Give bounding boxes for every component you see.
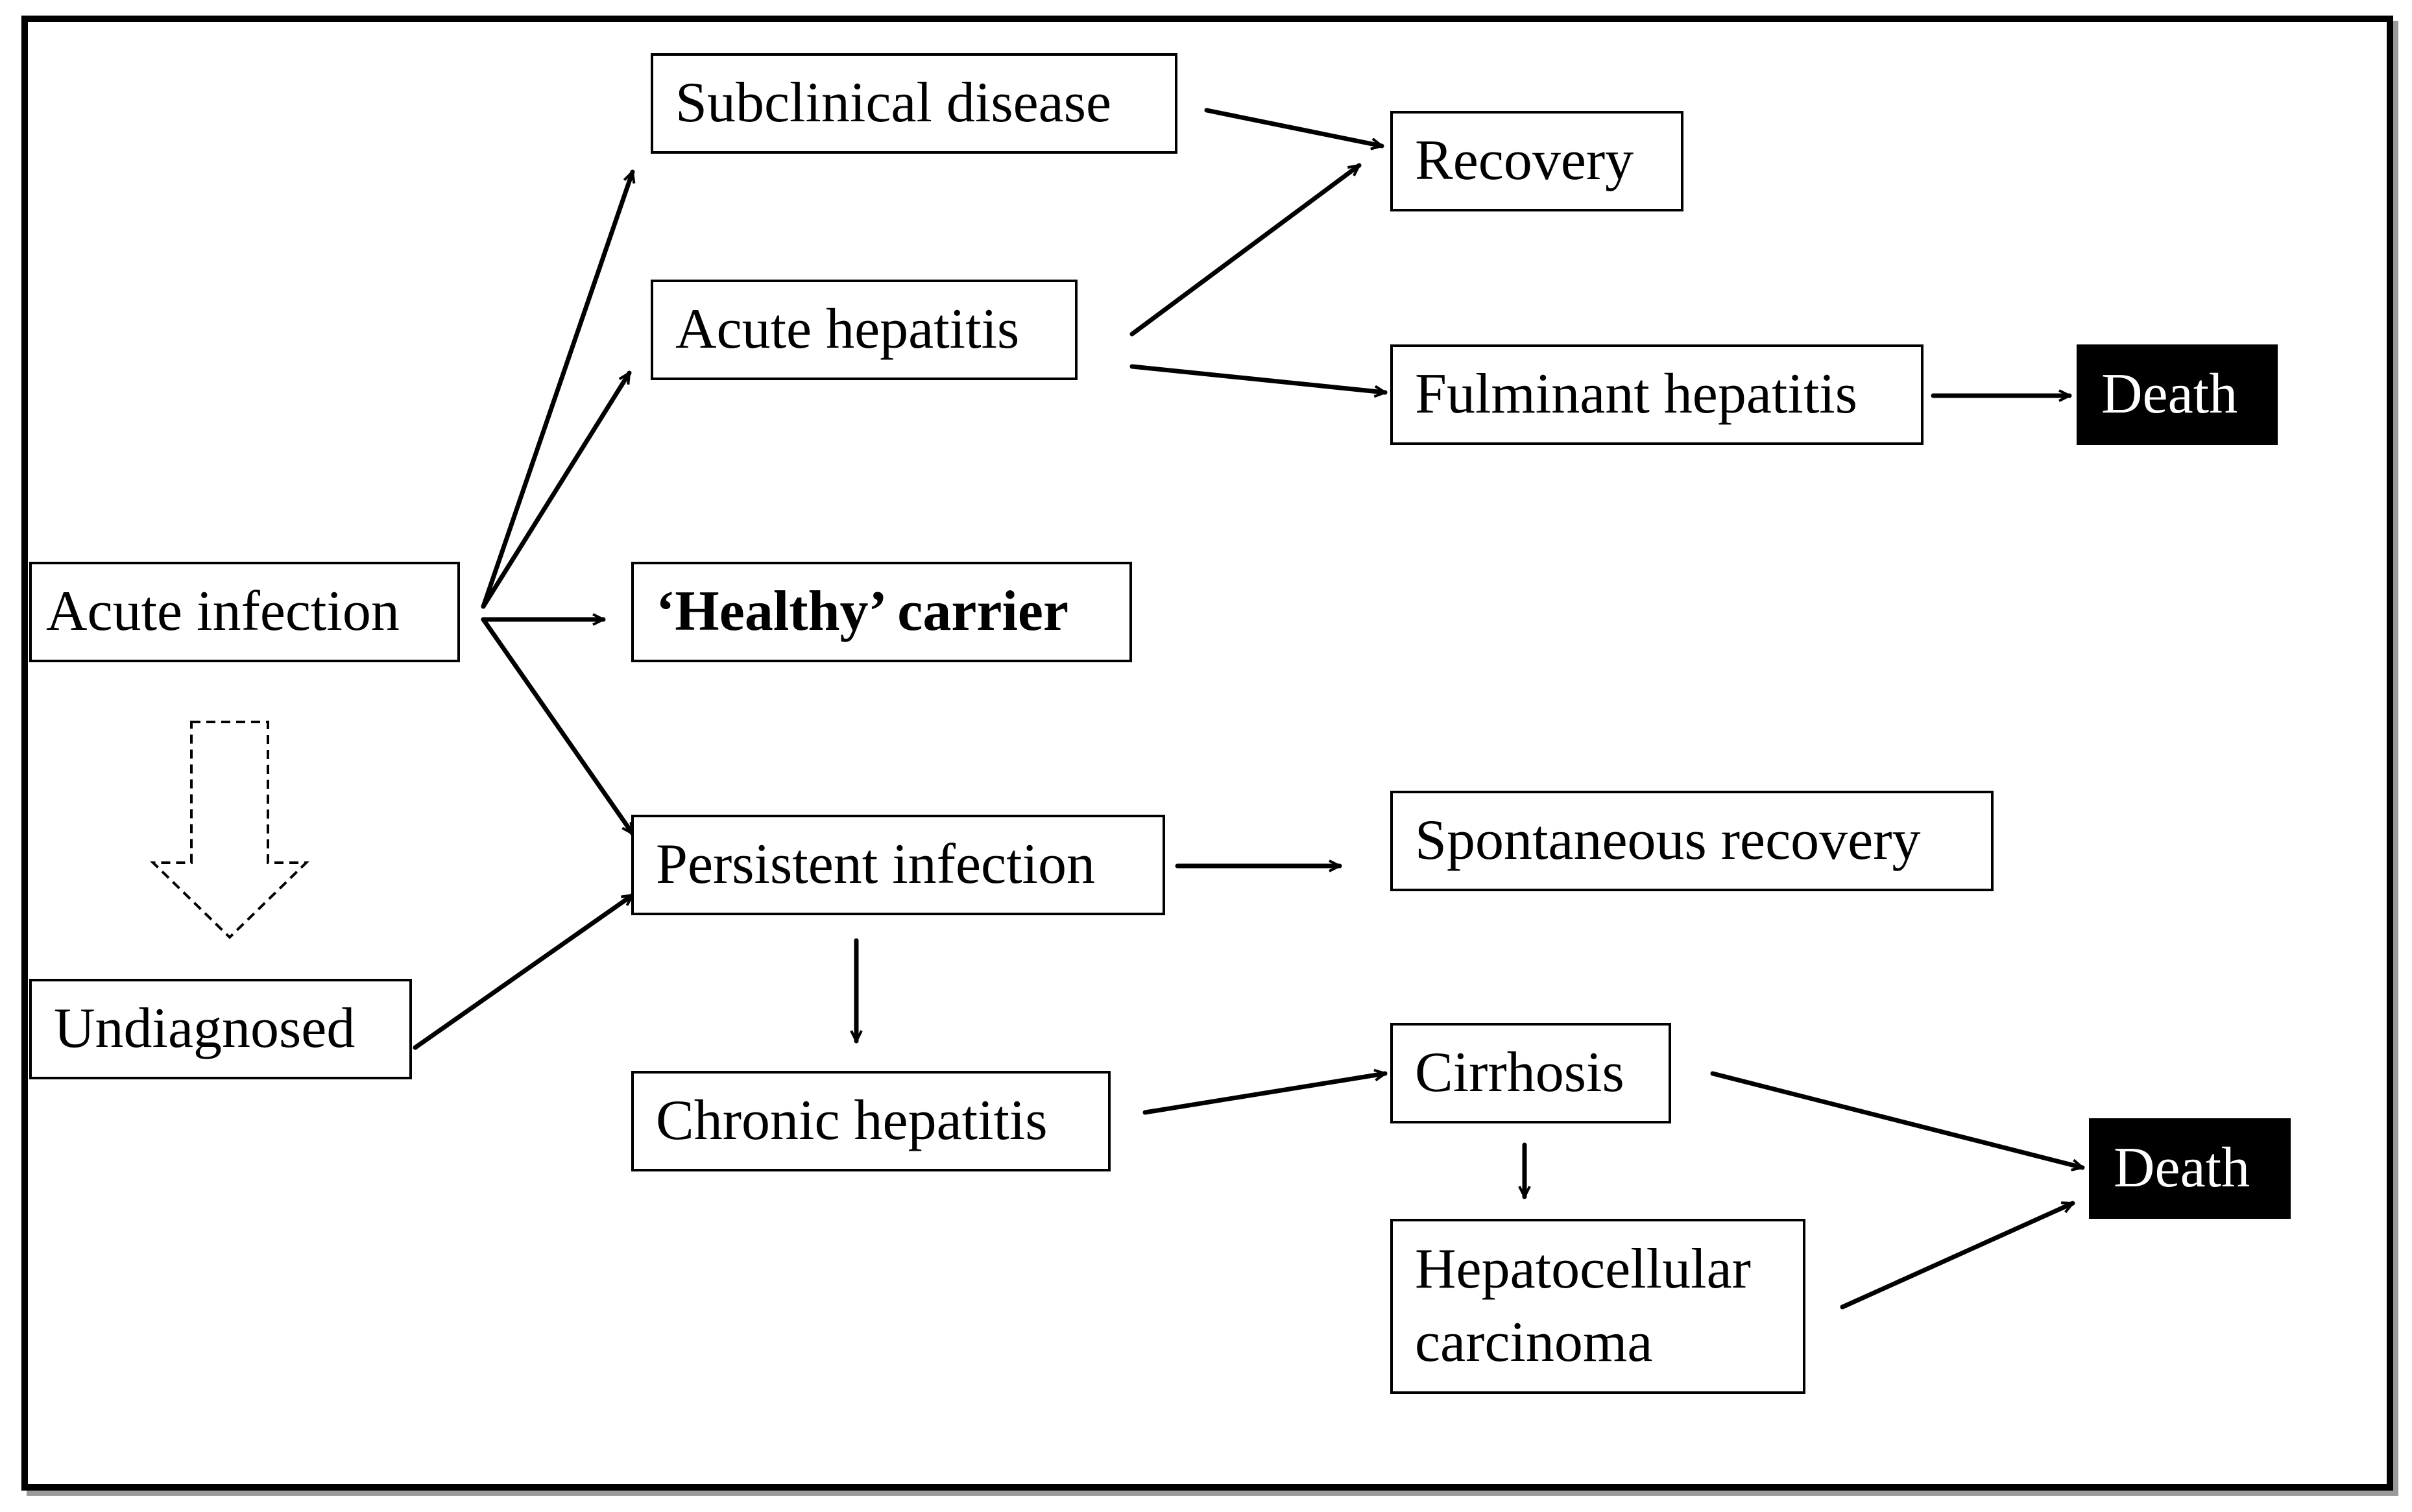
node-acute-infection: Acute infection [29, 562, 460, 662]
arrow-cirrhosis-to-death [1710, 1071, 2082, 1168]
node-persistent-infection: Persistent infection [631, 815, 1165, 915]
node-chronic-hepatitis: Chronic hepatitis [631, 1071, 1111, 1171]
node-death-top: Death [2077, 344, 2278, 445]
arrow-acute-to-subclinical [481, 172, 633, 609]
dashed-down-arrow [150, 721, 309, 939]
node-undiagnosed: Undiagnosed [29, 979, 412, 1079]
arrow-chronic-to-cirrhosis [1142, 1074, 1385, 1115]
arrow-acute-hepatitis-to-fulminant [1129, 364, 1388, 392]
node-spontaneous-recovery: Spontaneous recovery [1390, 791, 1994, 891]
diagram-frame [21, 16, 2393, 1491]
arrow-acute-hepatitis-to-recovery [1129, 163, 1359, 337]
node-subclinical-disease: Subclinical disease [651, 53, 1177, 154]
node-hepatocellular-carcinoma: Hepatocellular carcinoma [1390, 1219, 1805, 1394]
node-fulminant-hepatitis: Fulminant hepatitis [1390, 344, 1924, 445]
node-healthy-carrier: ‘Healthy’ carrier [631, 562, 1132, 662]
arrow-undiagnosed-to-persistent [413, 893, 633, 1050]
node-cirrhosis: Cirrhosis [1390, 1023, 1671, 1123]
arrow-subclinical-to-recovery [1204, 108, 1382, 146]
node-acute-hepatitis: Acute hepatitis [651, 280, 1078, 380]
arrow-acute-to-acute-hepatitis [481, 373, 632, 609]
node-death-bottom: Death [2089, 1118, 2291, 1219]
arrow-carcinoma-to-death [1840, 1201, 2073, 1310]
node-recovery: Recovery [1390, 111, 1683, 211]
arrow-acute-to-persistent [481, 617, 635, 834]
